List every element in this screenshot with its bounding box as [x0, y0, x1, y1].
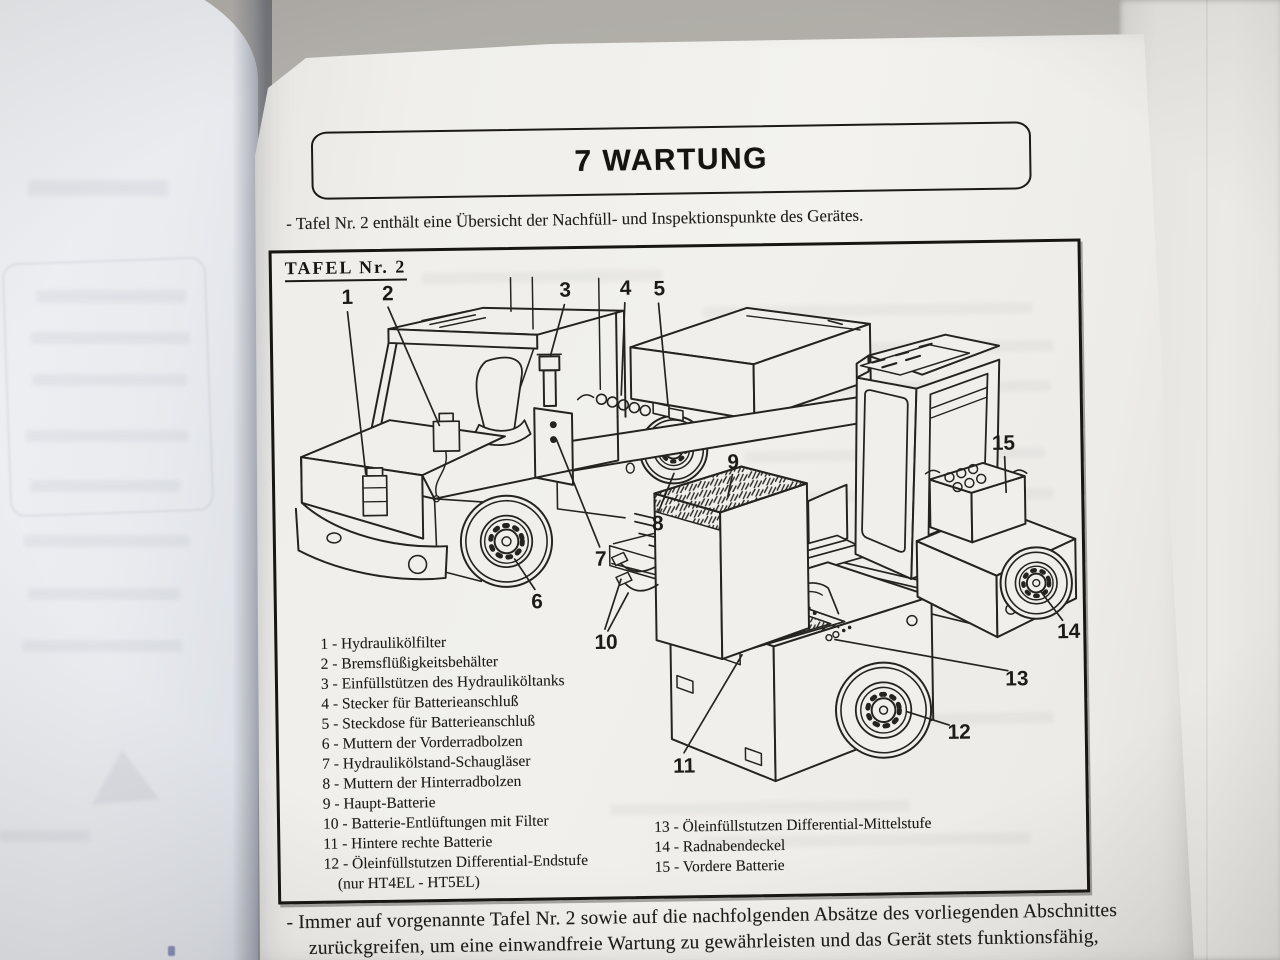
- vehicle1-tank-panel: [533, 407, 575, 486]
- bleed-through-line: [32, 374, 187, 386]
- callout-13: 13: [1005, 667, 1028, 690]
- callout-2: 2: [382, 282, 394, 305]
- callout-12: 12: [947, 721, 970, 744]
- bleed-through-line: [0, 830, 90, 842]
- bleed-through-line: [28, 180, 168, 196]
- callout-15: 15: [992, 432, 1015, 455]
- callout-11: 11: [673, 754, 695, 777]
- front-battery: [924, 461, 1028, 544]
- callout-14: 14: [1057, 620, 1081, 643]
- bleed-through-line: [26, 430, 188, 442]
- chapter-title: 7 WARTUNG: [574, 142, 769, 178]
- diff-filler-detail: [820, 624, 852, 642]
- callout-1: 1: [341, 286, 353, 309]
- battery-connectors: [576, 393, 684, 422]
- bleed-through-line: [24, 535, 189, 547]
- page-content: 7 WARTUNG - Tafel Nr. 2 enthält eine Übe…: [255, 34, 1194, 960]
- bleed-through-line: [22, 640, 182, 652]
- callout-9: 9: [727, 451, 739, 474]
- tafel-panel: TAFEL Nr. 2: [268, 238, 1091, 905]
- maintenance-diagram: 1 2 3 4 5 6 7 8 9 10 11 12 13 14: [294, 276, 1081, 783]
- left-page: [0, 0, 258, 960]
- callout-3: 3: [559, 279, 571, 302]
- vehicle2-rear-wheel: [999, 546, 1073, 620]
- bleed-through-line: [30, 480, 180, 492]
- callout-4: 4: [620, 277, 632, 300]
- bleed-through-triangle: [88, 747, 160, 805]
- panel-title: TAFEL Nr. 2: [284, 256, 407, 283]
- bleed-through-line: [30, 332, 190, 344]
- hydraulic-oil-filter: [361, 467, 389, 517]
- legend-right-column: 13 - Öleinfüllstutzen Differential-Mitte…: [654, 813, 1015, 878]
- intro-text: - Tafel Nr. 2 enthält eine Übersicht der…: [286, 205, 864, 234]
- photo-artifact: [168, 946, 175, 956]
- battery-vent-cable: [624, 582, 659, 592]
- legend-left-column: 1 - Hydraulikölfilter 2 - Bremsflüßigkei…: [320, 630, 644, 895]
- battery-vent-cable: [619, 562, 657, 573]
- manual-page: 7 WARTUNG - Tafel Nr. 2 enthält eine Übe…: [255, 34, 1194, 960]
- callout-6: 6: [531, 590, 543, 613]
- callout-leader-lines: [346, 301, 1064, 754]
- bleed-through-line: [28, 588, 180, 600]
- callout-7: 7: [595, 548, 607, 571]
- brake-fluid-reservoir: [432, 412, 461, 503]
- diagram-vertical-lines: [509, 276, 602, 391]
- vehicle1-front-wheel: [459, 494, 554, 588]
- vehicle2-mid-wheel: [835, 661, 933, 759]
- hydraulic-filler-neck: [536, 353, 562, 408]
- callout-8: 8: [652, 512, 664, 535]
- callout-5: 5: [653, 277, 665, 300]
- bleed-through-line: [36, 290, 186, 303]
- chapter-title-box: 7 WARTUNG: [310, 121, 1032, 200]
- callout-10: 10: [594, 631, 617, 654]
